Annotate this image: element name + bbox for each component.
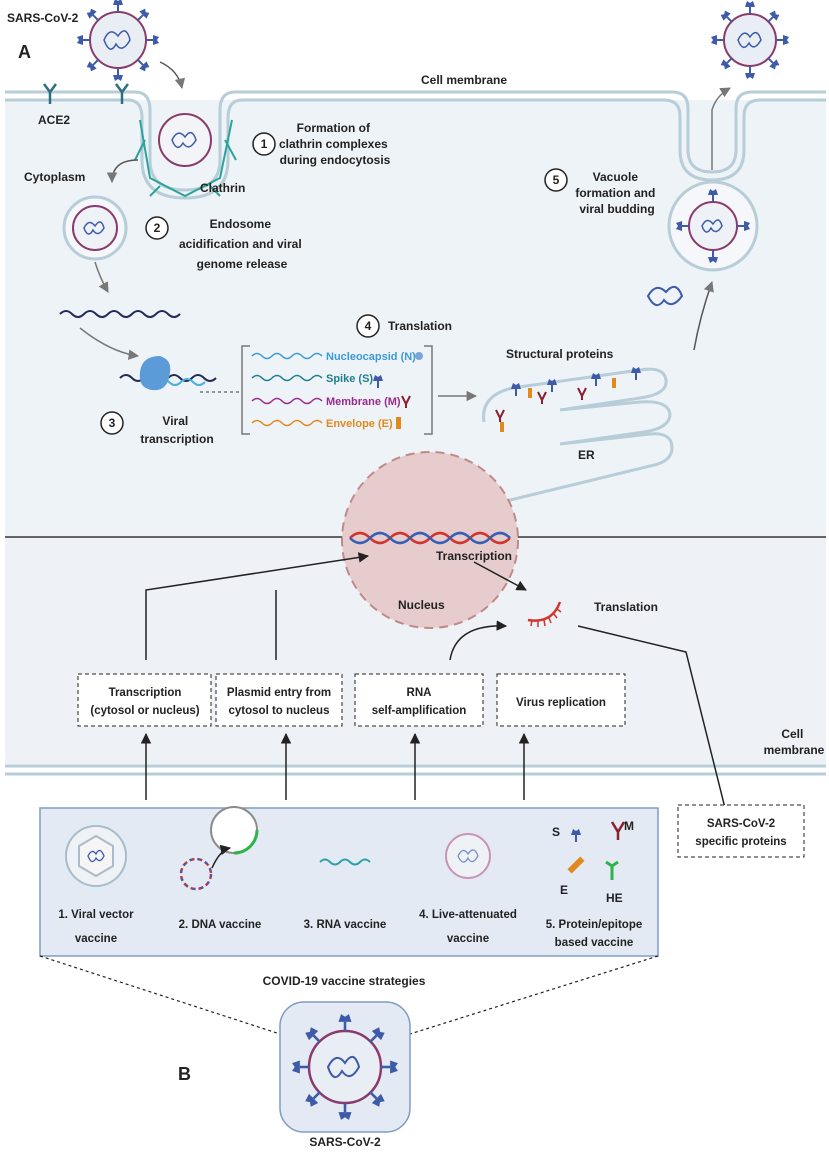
ribosome-transcription bbox=[119, 356, 217, 391]
cell-membrane-label-a: Cell membrane bbox=[421, 73, 507, 87]
nucleus bbox=[341, 451, 519, 629]
box-transcription: Transcription(cytosol or nucleus) bbox=[77, 673, 212, 727]
sars-cov-2-virus-bottom bbox=[279, 1001, 411, 1133]
step-2-badge bbox=[145, 216, 169, 240]
assembly-arrow bbox=[693, 281, 714, 351]
strategies-title: COVID-19 vaccine strategies bbox=[263, 974, 426, 988]
svg-text:E: E bbox=[560, 883, 568, 897]
svg-text:Nucleocapsid (N): Nucleocapsid (N) bbox=[326, 351, 416, 363]
step-3-text: Viral transcription bbox=[140, 414, 213, 446]
svg-text:Spike (S): Spike (S) bbox=[326, 373, 373, 385]
virus-label-top: SARS-CoV-2 bbox=[7, 11, 79, 25]
ace2-label: ACE2 bbox=[38, 113, 70, 127]
entry-arrow bbox=[159, 61, 186, 90]
clathrin-coated-virus bbox=[134, 113, 237, 198]
protein-envelope: Envelope (E) bbox=[251, 417, 401, 430]
cell-membrane-label-b: Cell membrane bbox=[764, 727, 825, 757]
step-5-text: Vacuole formation and viral budding bbox=[575, 170, 658, 216]
svg-text:S: S bbox=[552, 825, 560, 839]
step-2-text: Endosome acidification and viral genome … bbox=[179, 217, 305, 271]
vaccine-2-label: 2. DNA vaccine bbox=[179, 919, 262, 931]
nucleus-to-translation-arrow bbox=[473, 561, 527, 591]
protein-membrane: Membrane (M) bbox=[251, 395, 411, 408]
vaccine-strategies-panel bbox=[39, 807, 659, 957]
dna-double-helix bbox=[349, 531, 511, 545]
transcription-arrow bbox=[79, 327, 140, 360]
cell-membrane-a bbox=[5, 90, 826, 200]
pathway-lines bbox=[145, 552, 731, 822]
step-3-number: 3 bbox=[109, 416, 116, 430]
panel-letter-a: A bbox=[18, 42, 31, 62]
box-virus-replication: Virus replication bbox=[496, 673, 626, 727]
step-3-badge bbox=[100, 411, 124, 435]
legend-bracket-right bbox=[424, 345, 433, 435]
svg-text:Envelope (E): Envelope (E) bbox=[326, 418, 393, 430]
cytoplasm-label: Cytoplasm bbox=[24, 170, 85, 184]
step-4-number: 4 bbox=[365, 319, 372, 333]
virus-label-bottom: SARS-CoV-2 bbox=[309, 1135, 381, 1149]
exit-arrow bbox=[711, 87, 731, 170]
step-1-number: 1 bbox=[261, 137, 268, 151]
protein-spike: Spike (S) bbox=[251, 373, 384, 389]
dna-plasmid-icon bbox=[179, 806, 259, 891]
step-4-text: Translation bbox=[388, 319, 452, 333]
step-4-badge bbox=[356, 314, 380, 338]
budding-vacuole bbox=[667, 180, 759, 272]
rna-vaccine-icon bbox=[319, 858, 371, 866]
vaccine-up-arrows bbox=[140, 732, 530, 800]
mrna-translation bbox=[527, 601, 562, 627]
step-2-number: 2 bbox=[154, 221, 161, 235]
step-1-text: Formation of clathrin complexes during e… bbox=[279, 121, 391, 167]
viral-vector-icon bbox=[65, 825, 127, 887]
panel-letter-b: B bbox=[178, 1064, 191, 1084]
vaccine-3-label: 3. RNA vaccine bbox=[304, 919, 387, 931]
translation-label: Translation bbox=[594, 600, 658, 614]
svg-text:Membrane (M): Membrane (M) bbox=[326, 396, 401, 408]
funnel-lines bbox=[39, 955, 659, 1035]
er-label: ER bbox=[578, 448, 595, 462]
protein-epitope-icons: S M E HE bbox=[552, 819, 634, 905]
er-embedded-proteins bbox=[495, 366, 642, 432]
svg-text:Virus replication: Virus replication bbox=[516, 697, 606, 709]
svg-text:M: M bbox=[624, 819, 634, 833]
structural-proteins-label: Structural proteins bbox=[506, 347, 614, 361]
nucleocapsid-cluster bbox=[646, 285, 684, 307]
svg-text:Transcription(cytosol or nucle: Transcription(cytosol or nucleus) bbox=[90, 687, 199, 717]
ace2-receptor bbox=[43, 83, 129, 104]
transcription-label: Transcription bbox=[436, 549, 512, 563]
svg-text:HE: HE bbox=[606, 891, 623, 905]
step-5-badge bbox=[544, 168, 568, 192]
protein-nucleocapsid: Nucleocapsid (N) bbox=[251, 351, 423, 363]
step-1-badge bbox=[252, 132, 276, 156]
endoplasmic-reticulum bbox=[482, 367, 674, 506]
live-attenuated-virus-icon bbox=[445, 833, 491, 879]
viral-rna bbox=[59, 310, 181, 318]
step-5-number: 5 bbox=[553, 173, 560, 187]
endosome bbox=[62, 195, 128, 261]
legend-bracket-left bbox=[241, 345, 250, 435]
sars-cov-2-virus-exit bbox=[710, 0, 790, 80]
genome-release-arrow bbox=[94, 261, 109, 293]
clathrin-label: Clathrin bbox=[200, 181, 245, 195]
nucleus-label: Nucleus bbox=[398, 598, 445, 612]
cytoplasm-arrow bbox=[106, 159, 139, 184]
sars-cov-2-virus-top bbox=[76, 0, 160, 82]
